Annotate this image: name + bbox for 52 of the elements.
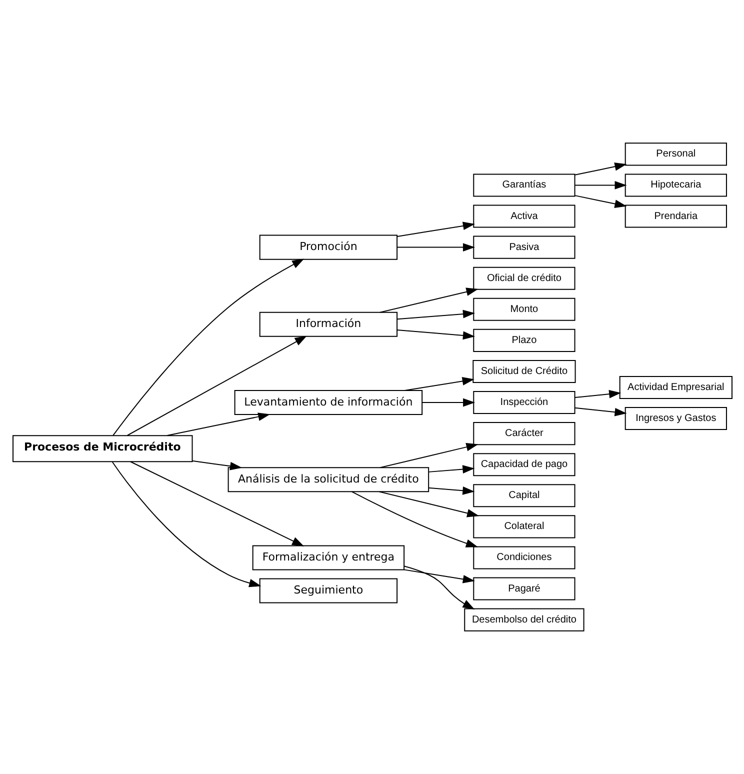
arrow [126,336,306,436]
node-box: Capital [472,484,575,508]
node-box: Actividad Empresarial [618,376,732,400]
arrow [396,310,474,320]
arrow [403,566,474,610]
node-box: Información [258,312,398,337]
node-box: Colateral [472,515,575,538]
node-box: Capacidad de pago [472,453,575,476]
node-box: Desembolso del crédito [464,608,584,632]
node-box: Levantamiento de información [234,390,422,416]
node-box: Activa [472,204,575,228]
node-box: Solicitud de Crédito [472,360,576,383]
node-box: Análisis de la solicitud de crédito [227,467,429,492]
arrow [111,461,261,588]
node-box: Pagaré [472,577,575,600]
node-box: Oficial de crédito [472,266,575,290]
arrow [379,442,478,468]
node-box: Formalización y entrega [252,545,404,570]
node-box: Inspección [472,391,575,414]
arrow [191,460,242,470]
arrow [574,195,626,208]
arrow [378,491,479,518]
arrow [404,377,474,391]
node-box: Carácter [472,422,575,446]
node-box: Monto [472,298,575,321]
node-box: Personal [624,142,726,166]
node-box: Promoción [258,234,398,260]
arrow [428,465,474,474]
arrow [428,486,474,495]
arrow [403,569,474,584]
arrow [396,330,474,340]
arrow [574,407,626,416]
node-box: Hipotecaria [624,174,726,197]
arrow [166,412,270,436]
node-box: Prendaria [624,204,726,228]
node-box: Seguimiento [258,578,398,604]
arrow [574,181,626,190]
arrow [112,258,304,436]
node-box: Garantías [472,174,575,197]
node-box: Plazo [472,328,575,352]
node-box: Procesos de Microcrédito [12,435,192,462]
arrow [379,288,478,313]
arrow [574,162,626,176]
arrow [130,461,304,546]
arrow [421,398,475,407]
node-box: Pasiva [472,236,575,259]
node-box: Condiciones [472,546,575,570]
arrow [350,491,478,548]
node-box: Ingresos y Gastos [624,407,726,430]
arrow [396,222,474,237]
arrow [396,243,474,252]
arrow [574,390,621,398]
